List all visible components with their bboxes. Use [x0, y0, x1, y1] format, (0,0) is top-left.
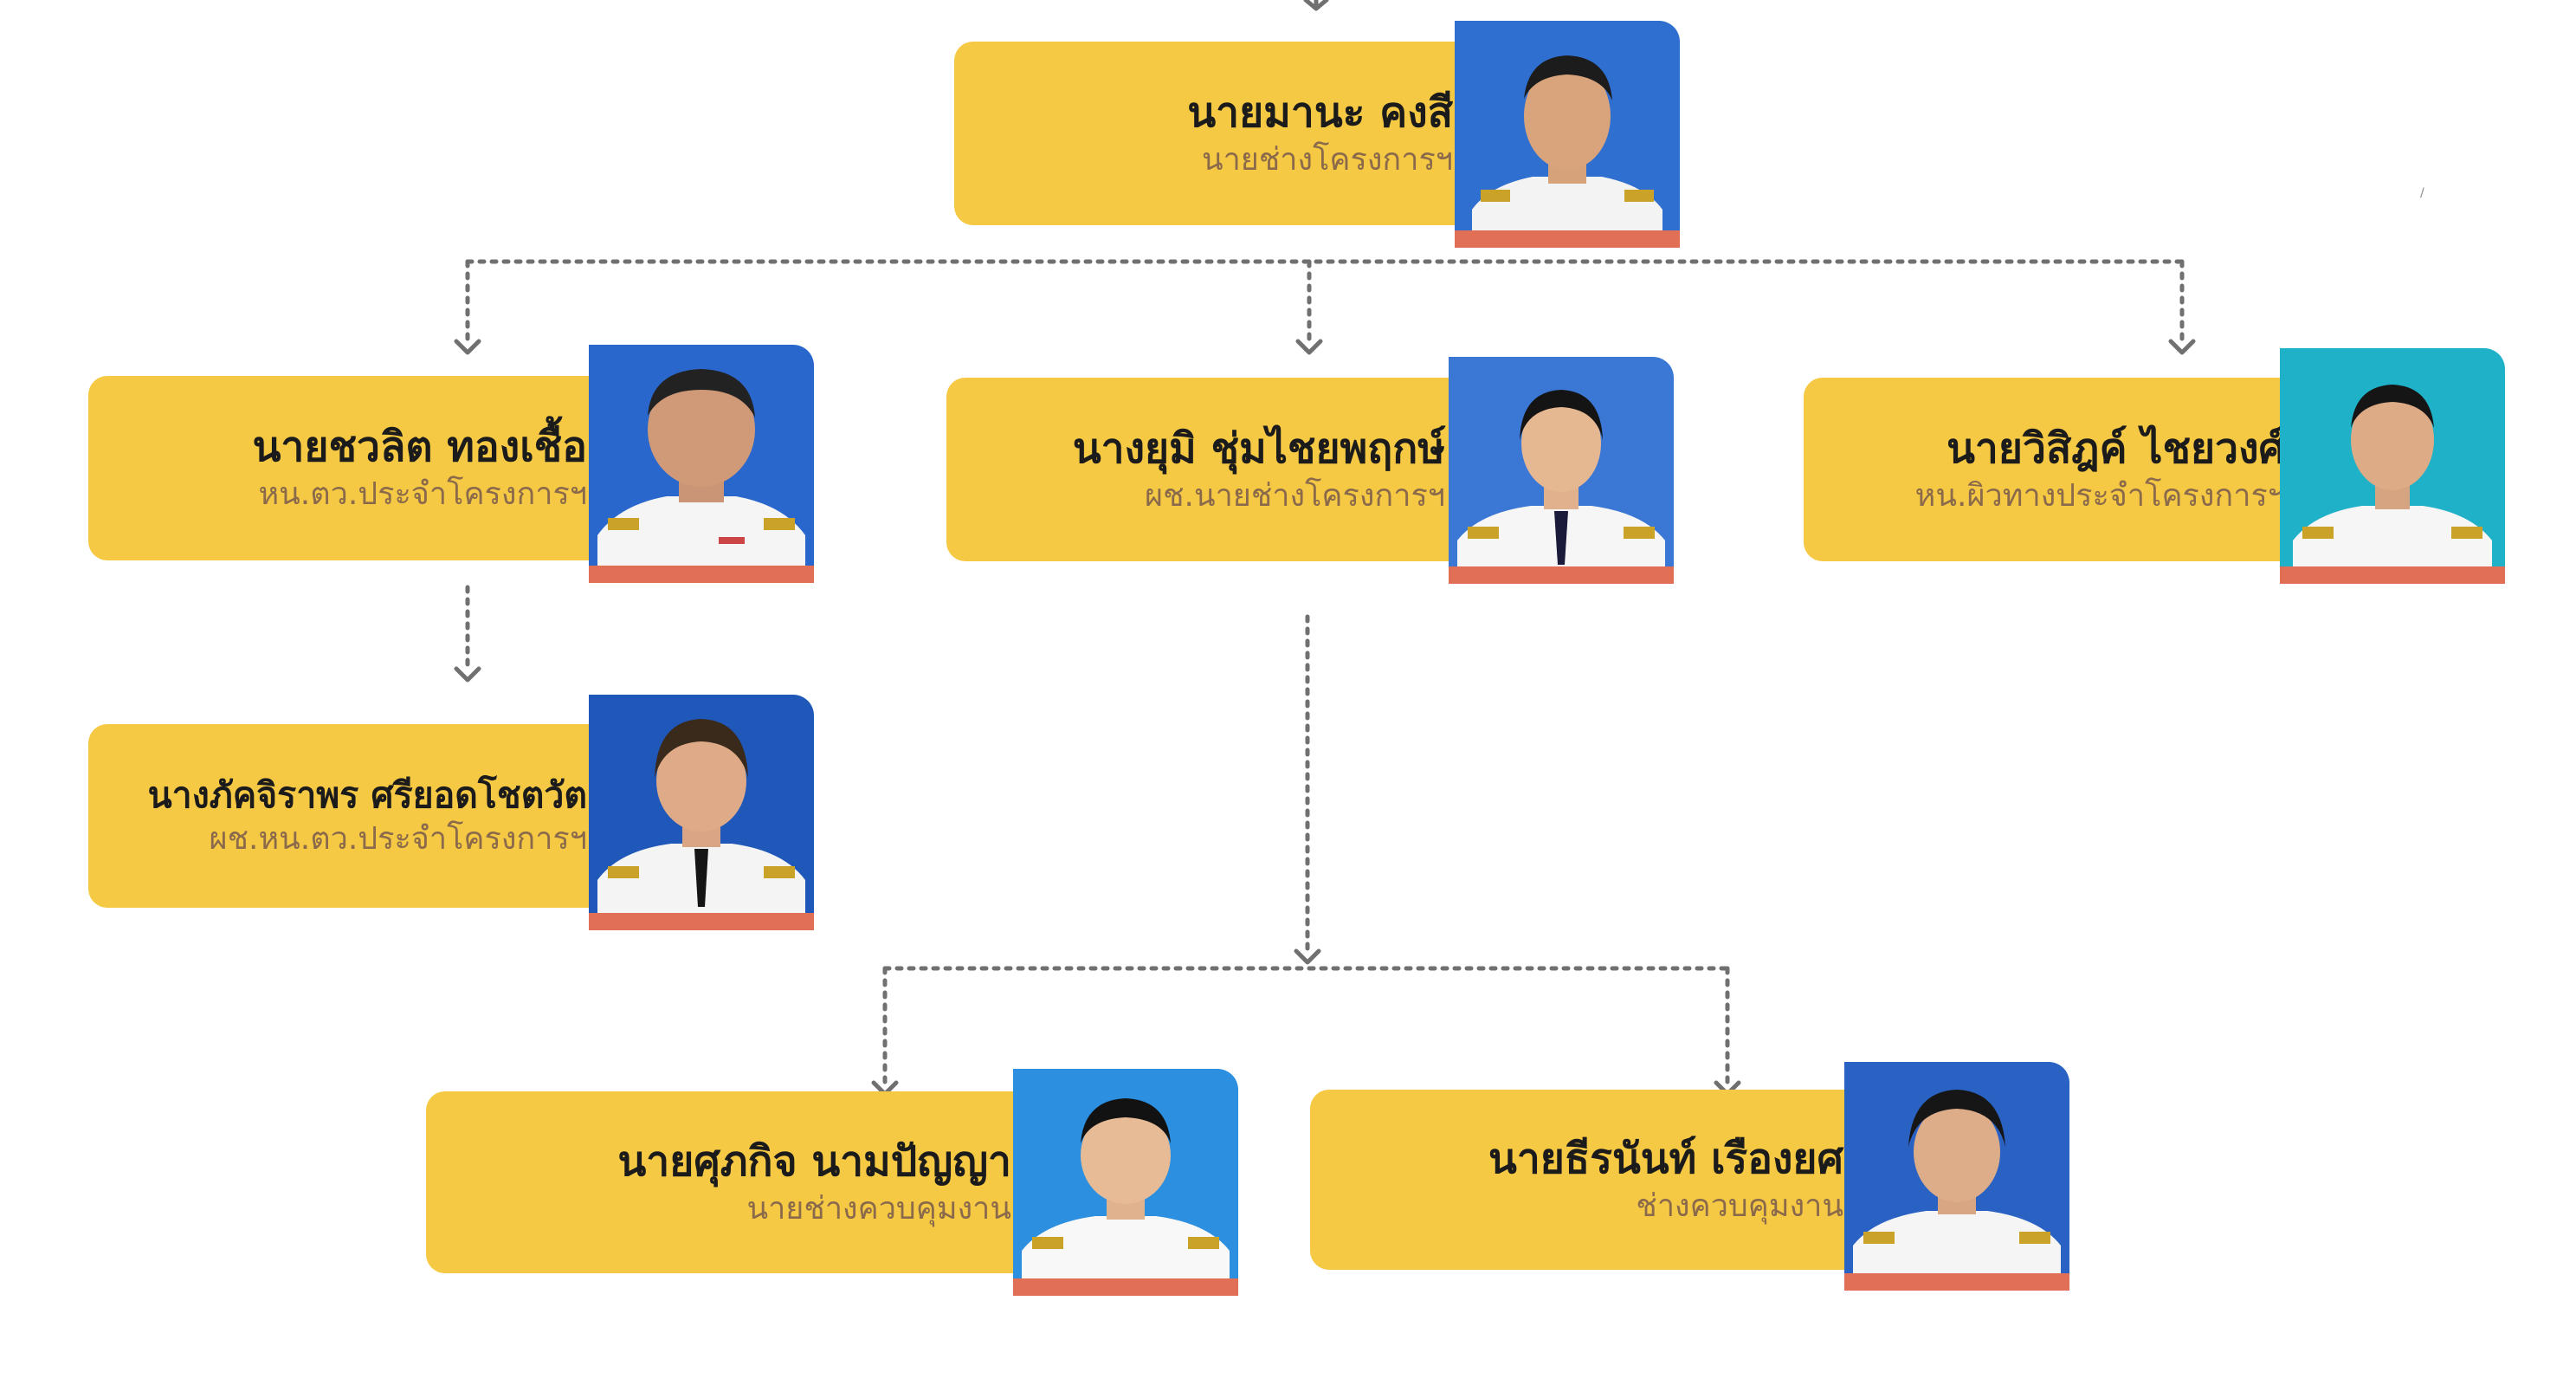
portrait-image [1455, 21, 1680, 248]
person-role: ช่างควบคุมงาน [1636, 1188, 1843, 1224]
person-name: นายธีรนันท์ เรืองยศ [1488, 1134, 1843, 1183]
person-role: หน.ตว.ประจำโครงการฯ [258, 476, 587, 513]
name-card: นายศุภกิจ นามปัญญา นายช่างควบคุมงาน [426, 1091, 1032, 1273]
person-name: นายชวลิต ทองเชื้อ [252, 423, 587, 472]
name-card: นายวิสิฎค์ ไชยวงศ์ หน.ผิวทางประจำโครงการ… [1804, 378, 2306, 561]
person-name: นายวิสิฎค์ ไชยวงศ์ [1947, 424, 2285, 473]
org-node-center: นางยุมิ ชุ่มไชยพฤกษ์ ผช.นายช่างโครงการฯ [946, 357, 1674, 584]
person-role: หน.ผิวทางประจำโครงการฯ [1914, 477, 2285, 514]
org-node-root: นายมานะ คงสี นายช่างโครงการฯ [954, 21, 1680, 248]
portrait-image [1449, 357, 1674, 584]
portrait-image [2280, 348, 2505, 584]
photo-accent-bar [1844, 1273, 2069, 1291]
name-card: นายธีรนันท์ เรืองยศ ช่างควบคุมงาน [1310, 1090, 1864, 1270]
stray-mark: / [2420, 186, 2424, 200]
org-node-bottom-right: นายธีรนันท์ เรืองยศ ช่างควบคุมงาน [1310, 1062, 2069, 1291]
org-node-left-sub: นางภัคจิราพร ศรียอดโชตวัต ผช.หน.ตว.ประจำ… [88, 695, 814, 930]
portrait-photo [1449, 357, 1674, 584]
arrowhead-n3-bus [1294, 948, 1321, 965]
portrait-photo [589, 345, 814, 583]
person-name: นายมานะ คงสี [1187, 87, 1453, 137]
org-node-right: นายวิสิฎค์ ไชยวงศ์ หน.ผิวทางประจำโครงการ… [1804, 348, 2505, 584]
org-node-bottom-left: นายศุภกิจ นามปัญญา นายช่างควบคุมงาน [426, 1069, 1238, 1296]
portrait-image [589, 345, 814, 583]
photo-accent-bar [589, 566, 814, 583]
photo-accent-bar [2280, 566, 2505, 584]
arrowhead-n5 [454, 666, 481, 683]
arrowhead-n3 [1295, 339, 1323, 355]
portrait-photo [589, 695, 814, 930]
portrait-image [589, 695, 814, 930]
photo-accent-bar [1449, 566, 1674, 584]
person-role: นายช่างโครงการฯ [1201, 141, 1453, 178]
name-card: นายมานะ คงสี นายช่างโครงการฯ [954, 42, 1474, 225]
person-role: นายช่างควบคุมงาน [746, 1190, 1011, 1226]
photo-accent-bar [1013, 1278, 1238, 1296]
person-name: นางภัคจิราพร ศรียอดโชตวัต [147, 773, 587, 816]
portrait-image [1844, 1062, 2069, 1291]
portrait-image [1013, 1069, 1238, 1296]
name-card: นางภัคจิราพร ศรียอดโชตวัต ผช.หน.ตว.ประจำ… [88, 724, 608, 908]
portrait-photo [1013, 1069, 1238, 1296]
person-role: ผช.หน.ตว.ประจำโครงการฯ [209, 820, 587, 857]
person-name: นางยุมิ ชุ่มไชยพฤกษ์ [1072, 424, 1445, 473]
portrait-photo [2280, 348, 2505, 584]
portrait-photo [1844, 1062, 2069, 1291]
portrait-photo [1455, 21, 1680, 248]
photo-accent-bar [589, 913, 814, 930]
org-node-left: นายชวลิต ทองเชื้อ หน.ตว.ประจำโครงการฯ [88, 345, 814, 583]
person-role: ผช.นายช่างโครงการฯ [1144, 477, 1445, 514]
photo-accent-bar [1455, 230, 1680, 248]
arrowhead-top [1303, 0, 1329, 11]
arrowhead-n2 [454, 339, 481, 355]
person-name: นายศุภกิจ นามปัญญา [617, 1136, 1011, 1186]
name-card: นายชวลิต ทองเชื้อ หน.ตว.ประจำโครงการฯ [88, 376, 608, 560]
arrowhead-n4 [2168, 339, 2196, 355]
name-card: นางยุมิ ชุ่มไชยพฤกษ์ ผช.นายช่างโครงการฯ [946, 378, 1466, 561]
